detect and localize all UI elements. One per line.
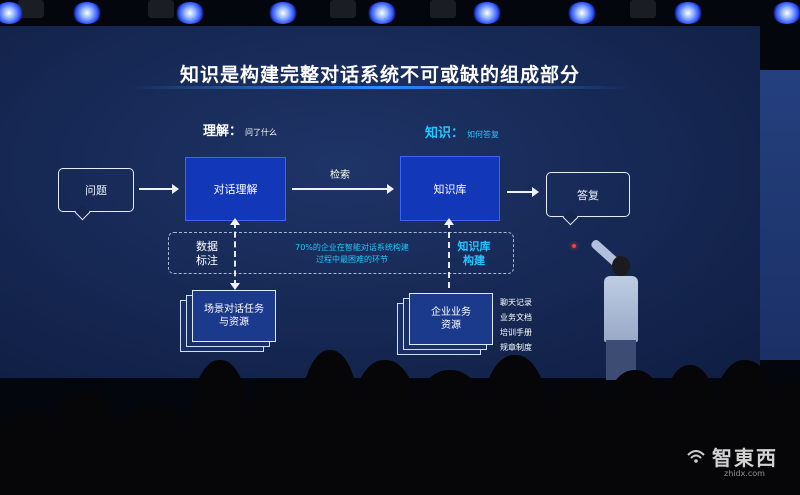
wifi-icon xyxy=(687,450,705,463)
answer-label: 答复 xyxy=(577,188,599,202)
knowledge-base-label: 知识库 xyxy=(433,182,467,196)
connector-line xyxy=(234,222,236,286)
arrow-right xyxy=(507,187,539,197)
audience-head xyxy=(350,360,420,495)
scene-resources-line: 场景对话任务 xyxy=(204,304,264,315)
knowledge-heading: 知识：如何答复 xyxy=(425,122,499,141)
doc-type-item: 培训手册 xyxy=(500,328,532,337)
light-rig xyxy=(330,0,356,18)
dialog-understanding-box: 对话理解 xyxy=(185,157,286,221)
enterprise-resources-line: 资源 xyxy=(441,320,461,331)
side-screen xyxy=(752,70,800,360)
stage-light xyxy=(367,2,397,24)
light-rig xyxy=(630,0,656,18)
arrow-up-icon xyxy=(230,218,240,225)
doc-type-item: 规章制度 xyxy=(500,343,532,352)
doc-type-item: 聊天记录 xyxy=(500,298,532,307)
light-rig xyxy=(148,0,174,18)
understanding-label: 理解： xyxy=(203,124,243,139)
audience-head xyxy=(760,380,800,495)
enterprise-resources-card: 企业业务 资源 xyxy=(409,293,493,345)
stage-light xyxy=(72,2,102,24)
scene-resources-card: 场景对话任务 与资源 xyxy=(192,290,276,342)
light-rig xyxy=(430,0,456,18)
presenter-shirt xyxy=(604,276,638,342)
answer-bubble: 答复 xyxy=(546,172,630,217)
question-bubble: 问题 xyxy=(58,168,134,212)
watermark: 智東西 zhidx.com xyxy=(687,442,790,482)
understanding-sub: 问了什么 xyxy=(245,128,278,137)
arrow-up-icon xyxy=(444,218,454,225)
audience-head xyxy=(110,405,200,495)
knowledge-base-box: 知识库 xyxy=(400,156,500,221)
arrow-right xyxy=(292,184,394,194)
data-annotation-tag: 数据标注 xyxy=(196,240,218,267)
title-underline-glow xyxy=(130,86,630,89)
dashed-frame xyxy=(168,232,514,274)
enterprise-resources-line: 企业业务 xyxy=(431,307,471,318)
note-line: 过程中最困难的环节 xyxy=(316,255,388,264)
connector-line xyxy=(448,222,450,288)
document-type-list: 聊天记录 业务文档 培训手册 规章制度 xyxy=(500,295,532,355)
retrieval-label: 检索 xyxy=(330,170,350,181)
presenter-head xyxy=(612,256,630,276)
slide-title: 知识是构建完整对话系统不可或缺的组成部分 xyxy=(179,64,580,86)
stage-light xyxy=(472,2,502,24)
audience-head xyxy=(410,370,490,495)
audience-silhouettes xyxy=(0,350,800,495)
laser-pointer-dot xyxy=(572,244,576,248)
knowledge-sub: 如何答复 xyxy=(467,130,500,139)
question-label: 问题 xyxy=(85,184,107,197)
kb-construction-tag: 知识库构建 xyxy=(457,240,491,267)
audience-head xyxy=(50,390,120,495)
light-rig xyxy=(18,0,44,18)
stage-light xyxy=(268,2,298,24)
watermark-logo: 智東西 xyxy=(712,446,778,470)
knowledge-label: 知识： xyxy=(425,126,465,141)
note-line: 70%的企业在智能对话系统构建 xyxy=(295,243,409,252)
stage-light xyxy=(0,2,24,24)
stage-light xyxy=(772,2,800,24)
audience-head xyxy=(480,355,550,495)
arrow-right xyxy=(139,184,179,194)
difficulty-note: 70%的企业在智能对话系统构建 过程中最困难的环节 xyxy=(262,242,442,266)
audience-head xyxy=(600,370,670,495)
understanding-heading: 理解：问了什么 xyxy=(203,120,277,139)
arrow-down-icon xyxy=(230,283,240,290)
scene-resources-line: 与资源 xyxy=(219,317,249,328)
watermark-url: zhidx.com xyxy=(724,469,765,478)
stage-light xyxy=(673,2,703,24)
stage-light xyxy=(567,2,597,24)
doc-type-item: 业务文档 xyxy=(500,313,532,322)
dialog-understanding-label: 对话理解 xyxy=(213,183,258,196)
stage-light xyxy=(175,2,205,24)
